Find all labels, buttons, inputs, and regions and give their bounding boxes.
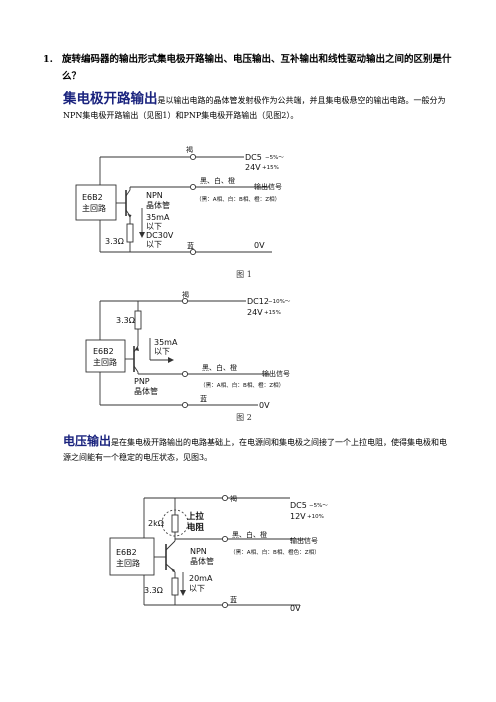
fig3-transistor-line1: NPN xyxy=(190,547,207,556)
fig2-signal-label: 输出信号 xyxy=(262,369,290,378)
fig1-transistor-line1: NPN xyxy=(146,191,163,200)
fig2-transistor-line1: PNP xyxy=(134,377,150,386)
fig2-wire-signal-label: 黑、白、橙 xyxy=(202,363,237,372)
fig1-ground-label: 0V xyxy=(254,241,265,250)
open-collector-term: 集电极开路输出 xyxy=(63,91,158,107)
fig1-wire-blue-label: 蓝 xyxy=(187,241,194,250)
fig2-wire-brown-label: 褐 xyxy=(182,290,189,299)
fig3-box-line1: E6B2 xyxy=(116,548,137,557)
fig3-pullup-line2: 电阻 xyxy=(187,522,205,533)
fig2-supply-tol1: −10%～ xyxy=(268,299,291,305)
fig1-wire-brown-label: 褐 xyxy=(186,145,193,154)
fig2-current-line2: 以下 xyxy=(154,347,170,356)
fig2-current-line1: 35mA xyxy=(154,338,178,347)
fig1-current-line1: 35mA xyxy=(146,213,170,222)
fig3-wire-blue-label: 蓝 xyxy=(230,595,237,604)
fig1-supply-line2: 24V xyxy=(245,163,261,172)
fig2-transistor-line2: 晶体管 xyxy=(134,386,158,396)
fig2-supply-line2: 24V xyxy=(247,308,263,317)
open-collector-paragraph: 集电极开路输出是以输出电路的晶体管发射极作为公共端，并且集电极悬空的输出电路。一… xyxy=(63,92,447,123)
fig1-current-line2: 以下 xyxy=(146,222,162,231)
fig1-signal-detail: （黑：A相、白：B相、橙：Z相） xyxy=(196,195,280,203)
fig3-resistor-label: 3.3Ω xyxy=(144,586,163,595)
fig1-transistor-line2: 晶体管 xyxy=(146,200,170,210)
fig3-ground-label: 0V xyxy=(290,604,301,613)
fig1-wire-signal-label: 黑、白、橙 xyxy=(200,176,235,185)
figure-2-caption: 图 2 xyxy=(236,413,252,422)
figure-1-caption: 图 1 xyxy=(236,270,252,279)
open-collector-body: 是以输出电路的晶体管发射极作为公共端，并且集电极悬空的输出电路。一般分为NPN集… xyxy=(63,96,446,120)
fig2-wire-blue-label: 蓝 xyxy=(200,394,207,403)
fig3-box-line2: 主回路 xyxy=(116,558,140,568)
fig2-supply-tol2: +15% xyxy=(264,310,281,316)
fig2-ground-label: 0V xyxy=(259,401,270,410)
fig1-resistor-label: 3.3Ω xyxy=(105,237,124,246)
question-heading: 1. 旋转编码器的输出形式集电极开路输出、电压输出、互补输出和线性驱动输出之间的… xyxy=(43,51,453,85)
fig2-box-line1: E6B2 xyxy=(93,347,114,356)
figure-1-diagram: 褐 DC5 −5%～ 24V +15% 黑、白、橙 输出信号 （黑：A相、白：B… xyxy=(75,145,284,256)
fig3-supply-tol1: −5%～ xyxy=(309,503,328,509)
figure-3-diagram: 褐 DC5 −5%～ 12V +10% 2kΩ 上拉 电阻 黑、白、橙 输出信号… xyxy=(109,494,328,613)
fig2-signal-detail: （黑：A相、白：B相、橙：Z相） xyxy=(200,381,284,389)
fig3-current-line2: 以下 xyxy=(189,584,205,593)
fig1-supply-tol1: −5%～ xyxy=(265,155,284,161)
fig3-supply-line2: 12V xyxy=(290,512,306,521)
fig3-signal-detail: （黑：A相、白：B相、橙色：Z相） xyxy=(230,548,320,556)
fig1-current-line4: 以下 xyxy=(146,240,162,249)
fig2-box-line2: 主回路 xyxy=(93,357,117,367)
fig3-pullup-line1: 上拉 xyxy=(187,511,205,522)
fig3-current-line1: 20mA xyxy=(189,574,213,583)
fig3-wire-brown-label: 褐 xyxy=(230,494,237,503)
fig3-transistor-line2: 晶体管 xyxy=(190,556,214,566)
figure-2-diagram: 褐 DC12 −10%～ 24V +15% 3.3Ω 35mA 以下 E6B2 … xyxy=(85,290,291,410)
voltage-output-paragraph: 电压输出是在集电极开路输出的电路基础上，在电源间和集电极之间接了一个上拉电阻，使… xyxy=(63,434,447,465)
fig3-signal-label: 输出信号 xyxy=(290,536,318,545)
fig1-box-line1: E6B2 xyxy=(82,193,103,202)
fig1-supply-tol2: +15% xyxy=(262,165,279,171)
fig3-supply-tol2: +10% xyxy=(307,514,324,520)
fig2-resistor-label: 3.3Ω xyxy=(116,316,135,325)
fig3-wire-signal-label: 黑、白、橙 xyxy=(232,530,267,539)
fig1-signal-label: 输出信号 xyxy=(254,182,282,191)
fig1-current-line3: DC30V xyxy=(146,231,174,240)
question-text: 旋转编码器的输出形式集电极开路输出、电压输出、互补输出和线性驱动输出之间的区别是… xyxy=(62,54,452,82)
voltage-output-term: 电压输出 xyxy=(63,434,112,448)
fig1-supply-line1: DC5 xyxy=(245,153,262,162)
fig3-supply-line1: DC5 xyxy=(290,501,307,510)
fig3-pullup-resistor-label: 2kΩ xyxy=(148,519,164,528)
question-number: 1. xyxy=(43,54,53,65)
fig2-supply-line1: DC12 xyxy=(247,297,269,306)
voltage-output-body: 是在集电极开路输出的电路基础上，在电源间和集电极之间接了一个上拉电阻，使得集电极… xyxy=(63,438,448,462)
fig1-box-line2: 主回路 xyxy=(82,203,106,213)
